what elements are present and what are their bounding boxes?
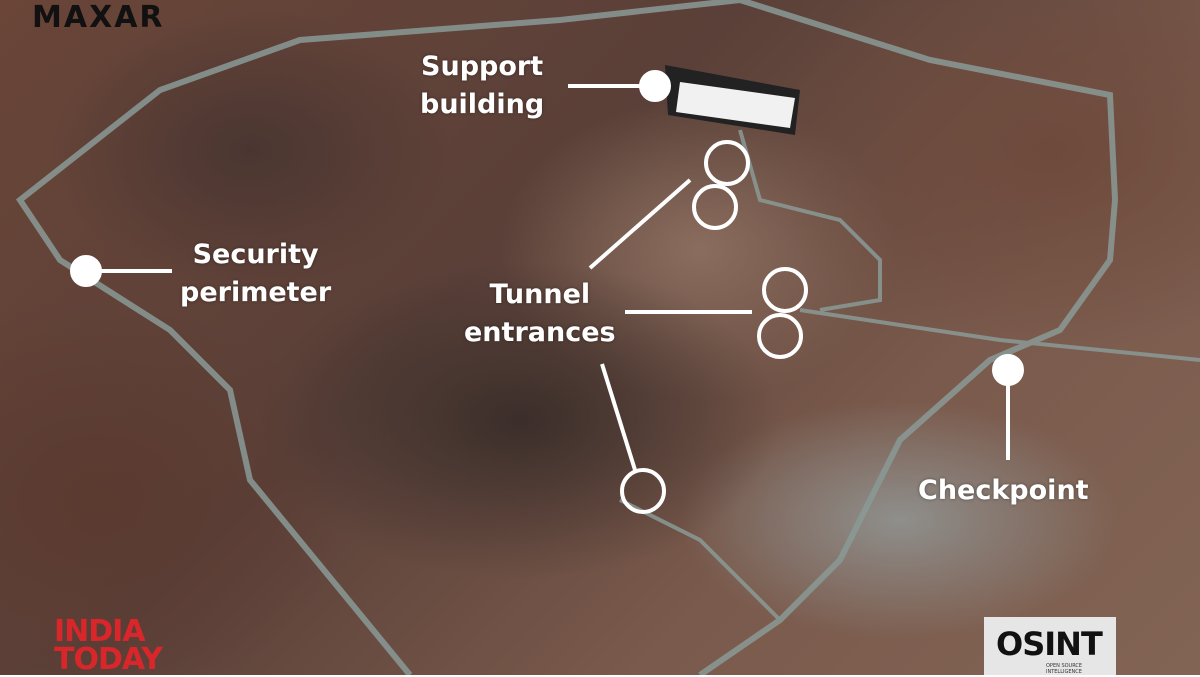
support-building-shape — [665, 65, 800, 135]
label-checkpoint: Checkpoint — [918, 475, 1089, 506]
label-line: building — [420, 89, 545, 120]
label-support-building: Support building — [420, 48, 544, 124]
annotation-markers — [70, 70, 1024, 514]
perimeter-road — [15, 0, 1200, 675]
label-line: Tunnel — [489, 279, 591, 310]
label-line: Support — [421, 51, 544, 82]
maxar-logo: MAXAR — [32, 0, 165, 35]
label-line: Security — [192, 239, 319, 270]
label-line: entrances — [464, 317, 616, 348]
label-tunnel-entrances: Tunnel entrances — [464, 276, 616, 352]
label-line: perimeter — [180, 277, 332, 308]
label-security-perimeter: Security perimeter — [180, 236, 331, 312]
